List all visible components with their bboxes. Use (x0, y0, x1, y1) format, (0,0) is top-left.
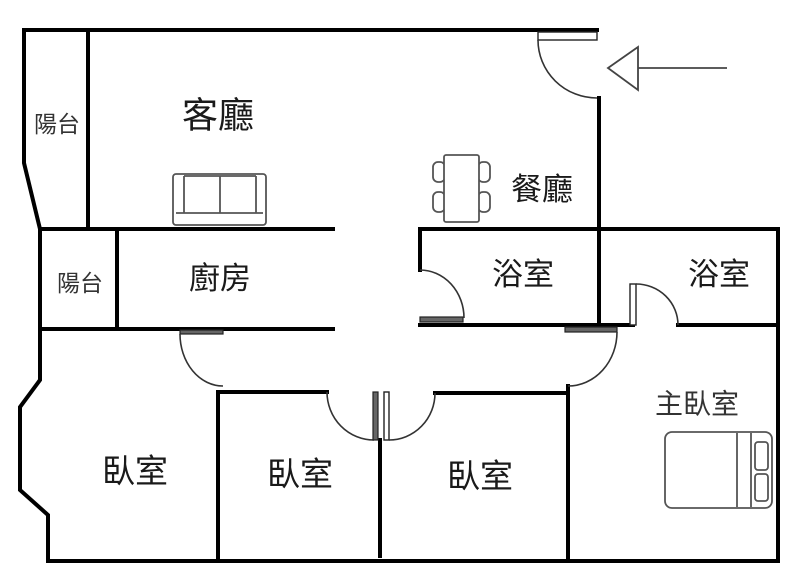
door-panel (383, 391, 390, 441)
door-swing-arc (419, 269, 465, 319)
door-panel (629, 283, 637, 326)
room-labels: 客廳 陽台 陽台 廚房 餐廳 浴室 浴室 主臥室 臥室 臥室 臥室 (34, 96, 750, 496)
master-bedroom-door (564, 326, 618, 387)
label-bedroom-middle: 臥室 (267, 455, 333, 494)
label-living-room: 客廳 (182, 96, 254, 137)
label-bedroom-right: 臥室 (447, 457, 513, 496)
door-swing-arc (635, 283, 679, 326)
door-swing-arc (537, 39, 598, 99)
label-bathroom-public: 浴室 (492, 257, 554, 293)
door-panel (419, 316, 464, 323)
pillow (754, 441, 769, 471)
dining-table-icon (432, 154, 491, 223)
pillow (754, 473, 769, 502)
wall-outer-perimeter (18, 28, 780, 563)
entrance-arrow-icon (606, 45, 727, 92)
door-panel (372, 391, 379, 441)
label-bedroom-left: 臥室 (102, 452, 168, 491)
walls (18, 28, 780, 563)
wall-bedroom-middle-left (216, 390, 329, 563)
door-swing-arc (388, 392, 436, 441)
bed-icon (664, 431, 773, 509)
label-master-bedroom: 主臥室 (655, 388, 739, 421)
label-balcony-kitchen: 陽台 (57, 271, 103, 297)
entrance-door (537, 31, 598, 99)
bathroom-public-door (419, 269, 465, 323)
sofa-icon (172, 173, 267, 226)
kitchen-door (179, 329, 224, 387)
door-panel (564, 326, 618, 333)
bedroom-middle-door (326, 391, 379, 441)
label-dining-room: 餐廳 (511, 172, 573, 208)
door-panel (179, 329, 224, 335)
doors (179, 31, 679, 441)
label-bathroom-master: 浴室 (688, 257, 750, 293)
door-swing-arc (567, 331, 618, 387)
label-balcony-front: 陽台 (34, 112, 80, 138)
door-swing-arc (326, 391, 375, 441)
door-panel (537, 31, 598, 41)
master-bathroom-door (629, 283, 679, 326)
label-kitchen: 廚房 (189, 261, 251, 297)
door-swing-arc (179, 333, 224, 387)
table (443, 154, 480, 223)
bedroom-right-door (383, 391, 436, 441)
